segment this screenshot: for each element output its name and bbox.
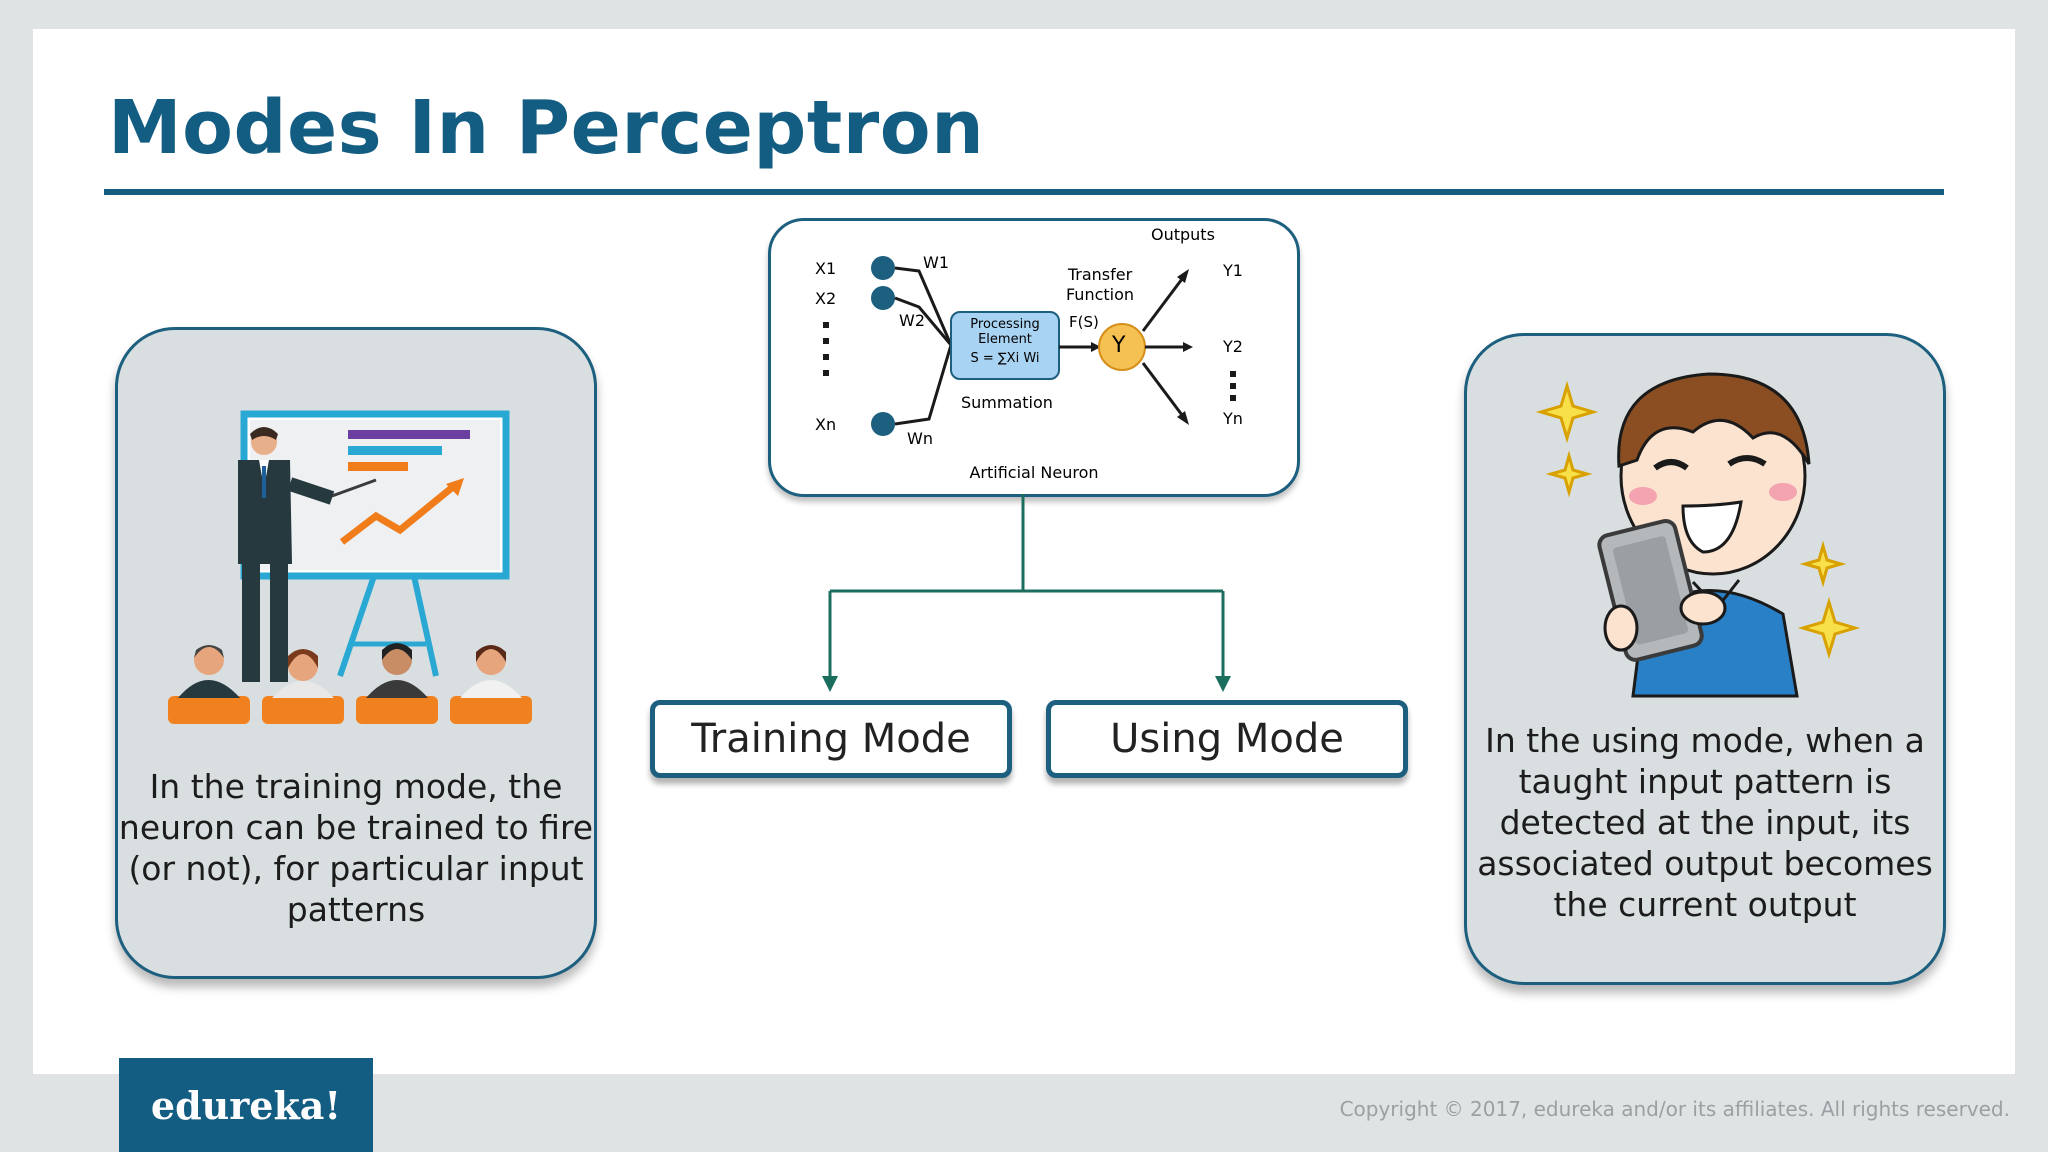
summation-formula: S = ∑Xi Wi — [970, 351, 1040, 366]
training-text-line-4: patterns — [286, 890, 426, 929]
weight-label-w1: W1 — [923, 253, 949, 272]
using-text-line-2: taught input pattern is — [1518, 762, 1892, 801]
processing-line-1: Processing — [970, 317, 1040, 332]
using-mode-box: Using Mode — [1046, 700, 1408, 778]
training-mode-box: Training Mode — [650, 700, 1012, 778]
sparkle-icon — [1535, 380, 1599, 444]
outputs-label: Outputs — [1151, 225, 1215, 244]
output-label-y2: Y2 — [1223, 337, 1243, 356]
copyright-text: Copyright © 2017, edureka and/or its aff… — [1339, 1097, 2010, 1121]
processing-element-label: Processing Element S = ∑Xi Wi — [951, 317, 1059, 366]
training-text-line-1: In the training mode, the — [149, 767, 563, 806]
input-label-x2: X2 — [815, 289, 837, 308]
sparkle-icon — [1797, 596, 1861, 660]
title-divider — [104, 189, 1944, 195]
summation-label: Summation — [961, 393, 1053, 412]
processing-line-2: Element — [978, 332, 1032, 347]
input-label-x1: X1 — [815, 259, 837, 278]
transfer-line-1: Transfer — [1067, 265, 1133, 284]
using-text-line-4: associated output becomes — [1477, 844, 1933, 883]
transfer-function-label: Transfer Function — [1049, 265, 1151, 305]
using-mode-card: In the using mode, when a taught input p… — [1464, 333, 1946, 985]
training-text-line-3: (or not), for particular input — [128, 849, 584, 888]
happy-boy-tablet-illustration — [1535, 372, 1861, 698]
using-text-line-3: detected at the input, its — [1499, 803, 1911, 842]
using-text-line-5: the current output — [1553, 885, 1857, 924]
artificial-neuron-caption: Artificial Neuron — [969, 463, 1099, 482]
page-title: Modes In Perceptron — [108, 85, 985, 171]
training-mode-card: In the training mode, the neuron can be … — [115, 327, 597, 979]
artificial-neuron-diagram: X1 X2 Xn W1 W2 Wn Processing Element S =… — [768, 218, 1300, 497]
using-text-line-1: In the using mode, when a — [1485, 721, 1925, 760]
sparkle-icon — [1799, 540, 1847, 588]
weight-label-w2: W2 — [899, 311, 925, 330]
output-node-label: Y — [1112, 333, 1126, 358]
fs-label: F(S) — [1069, 313, 1099, 331]
training-text-line-2: neuron can be trained to fire — [118, 808, 594, 847]
weight-label-wn: Wn — [907, 429, 933, 448]
input-label-xn: Xn — [815, 415, 837, 434]
transfer-line-2: Function — [1065, 285, 1135, 304]
presentation-illustration — [168, 410, 532, 724]
sparkle-icon — [1545, 450, 1593, 498]
output-label-y1: Y1 — [1223, 261, 1243, 280]
edureka-logo: edureka! — [119, 1058, 373, 1152]
output-label-yn: Yn — [1223, 409, 1243, 428]
